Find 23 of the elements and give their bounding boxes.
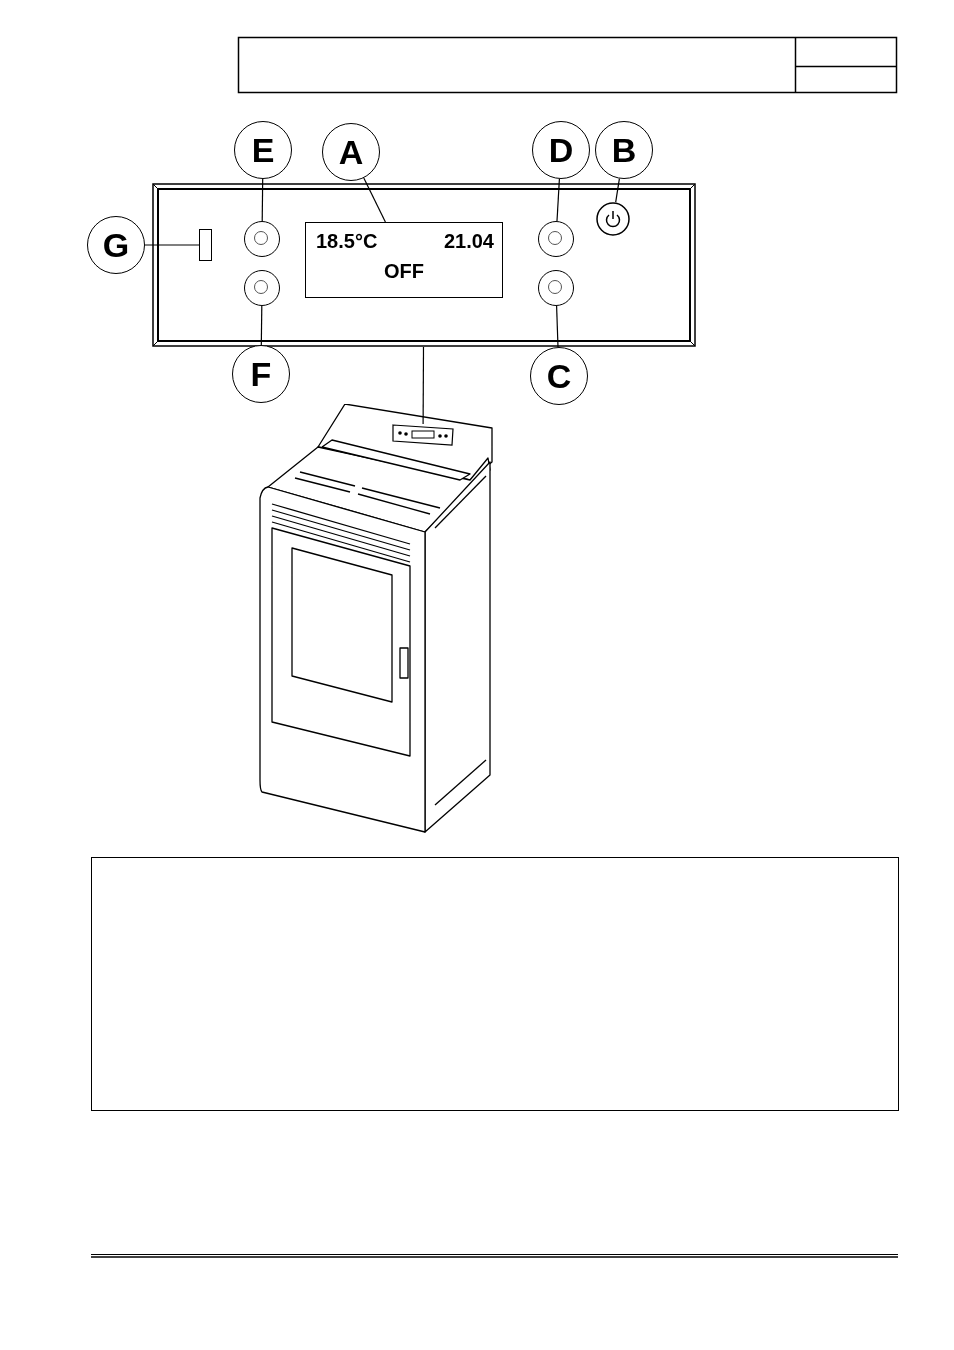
leader-line xyxy=(363,177,386,223)
lcd-display xyxy=(305,222,503,298)
display-reading: 21.04 xyxy=(443,229,494,253)
power-button xyxy=(596,202,630,236)
leader-line xyxy=(556,305,559,348)
leader-line xyxy=(144,244,200,246)
callout-letter: F xyxy=(232,345,290,403)
leader-line xyxy=(556,178,560,222)
leader-line xyxy=(422,346,425,425)
callout-letter: E xyxy=(234,121,292,179)
callout-letter: A xyxy=(322,123,380,181)
leader-line xyxy=(260,305,263,346)
control-panel-drawing xyxy=(152,183,696,347)
control-panel-inset xyxy=(392,424,454,446)
callout-letter: B xyxy=(595,121,653,179)
display-slot xyxy=(199,229,212,261)
leader-line xyxy=(261,178,264,222)
callout-letter: G xyxy=(87,216,145,274)
display-reading: 18.5°C xyxy=(316,229,378,253)
callout-letter: C xyxy=(530,347,588,405)
leader-line xyxy=(615,178,620,203)
display-reading: OFF xyxy=(383,259,425,283)
callout-letter: D xyxy=(532,121,590,179)
